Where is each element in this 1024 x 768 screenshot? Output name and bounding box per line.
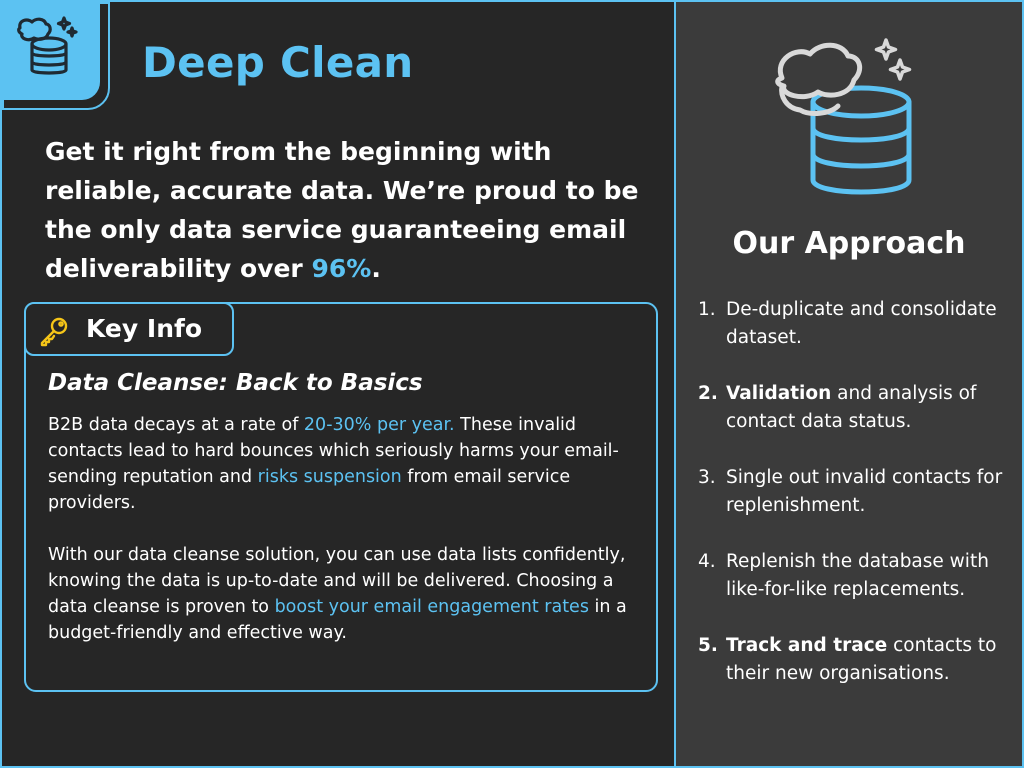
text-span: from email service providers. [48,467,571,513]
approach-step: 3. Single out invalid contacts for replen… [698,464,1008,520]
info-paragraph-1: B2B data decays at a rate of 20-30% per … [48,412,638,516]
right-panel [674,0,1024,768]
sponge-database-icon [17,16,78,75]
approach-title: Our Approach [732,226,966,261]
intro-end: . [371,254,381,283]
step-number: 4. [698,551,716,572]
step-text: and analysis of contact data status. [726,383,977,432]
left-panel: Deep Clean Get it right from the beginni… [0,0,676,768]
intro-main: Get it right from the beginning with rel… [45,137,639,283]
logo-badge [4,4,100,100]
approach-step: 5. Track and trace contacts to their new … [698,632,1008,688]
key-info-card: Key Info Data Cleanse: Back to Basics B2… [24,302,658,692]
key-icon [40,317,68,347]
step-number: 2. [698,383,718,404]
step-bold: Track and trace [726,635,888,656]
step-text: Replenish the database with like-for-lik… [726,551,989,600]
logo-box [2,2,110,110]
highlight-boost-engagement: boost your email engagement rates [274,597,589,617]
key-info-label: Key Info [86,314,203,343]
highlight-decay-rate: 20-30% per year. [303,415,455,435]
step-number: 3. [698,467,716,488]
step-bold: Validation [726,383,832,404]
info-paragraph-2: With our data cleanse solution, you can … [48,542,638,646]
text-span: B2B data decays at a rate of [48,415,304,435]
approach-step: 2. Validation and analysis of contact dat… [698,380,1008,436]
sponge-database-icon [775,38,912,195]
step-number: 5. [698,635,718,656]
highlight-risks-suspension: risks suspension [257,467,402,487]
approach-step: 4. Replenish the database with like-for-l… [698,548,1008,604]
step-text: Single out invalid contacts for replenis… [726,467,1003,516]
info-heading: Data Cleanse: Back to Basics [48,370,423,396]
text-span: in a budget-friendly and effective way. [48,597,627,643]
approach-step: 1. De-duplicate and consolidate dataset. [698,296,1008,352]
step-text: contacts to their new organisations. [726,635,997,684]
key-info-tab: Key Info [24,302,234,356]
text-span: These invalid contacts lead to hard boun… [48,415,619,487]
text-span: With our data cleanse solution, you can … [48,545,626,617]
step-number: 1. [698,299,716,320]
approach-steps: 1.De-duplicate and consolidate dataset. … [698,296,1008,716]
info-body: B2B data decays at a rate of 20-30% per … [48,412,638,646]
step-text: De-duplicate and consolidate dataset. [726,299,997,348]
intro-text: Get it right from the beginning with rel… [45,132,645,288]
page-title: Deep Clean [142,38,414,87]
intro-highlight: 96% [311,254,372,283]
